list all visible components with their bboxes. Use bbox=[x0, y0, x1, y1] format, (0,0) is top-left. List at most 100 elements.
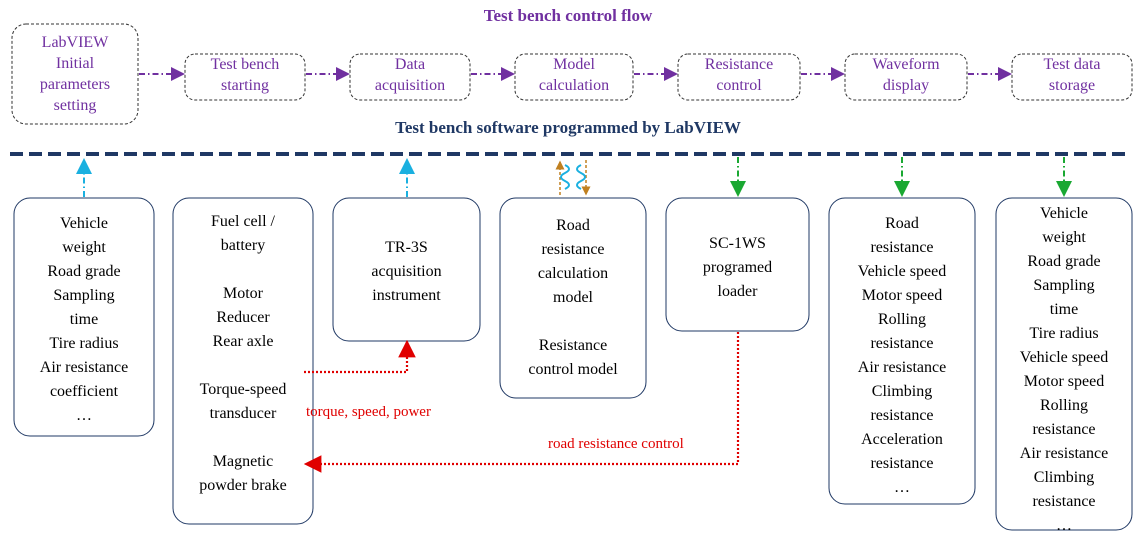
text-line: acquisition bbox=[374, 77, 446, 94]
text-line: time bbox=[69, 311, 99, 328]
flow-step-6-label: Waveform display bbox=[845, 54, 967, 96]
flow-step-4-box bbox=[514, 53, 634, 101]
text-line: Road bbox=[556, 217, 590, 234]
text-line: parameters bbox=[39, 76, 111, 93]
text-line: control model bbox=[528, 361, 618, 378]
box-input-params bbox=[13, 197, 155, 437]
text-line: SC-1WS bbox=[709, 235, 766, 252]
text-line: Test data bbox=[1043, 56, 1101, 73]
text-line: loader bbox=[717, 283, 758, 300]
text-line: acquisition bbox=[371, 263, 442, 280]
text-line: resistance bbox=[870, 239, 934, 256]
text-line: programed bbox=[702, 259, 773, 276]
text-line: weight bbox=[62, 239, 106, 256]
text-line: Air resistance bbox=[857, 359, 947, 376]
text-line: Road bbox=[885, 215, 919, 232]
text-line: Road grade bbox=[47, 263, 121, 280]
text-line: control bbox=[716, 77, 762, 94]
torque-signal-line bbox=[304, 339, 416, 374]
text-line: Sampling bbox=[53, 287, 115, 304]
text-line: Vehicle bbox=[1040, 205, 1088, 222]
text-line: display bbox=[882, 77, 930, 94]
flow-step-5-label: Resistance control bbox=[678, 54, 800, 96]
text-line: coefficient bbox=[49, 383, 119, 400]
text-line: Reducer bbox=[216, 309, 270, 326]
text-line: Air resistance bbox=[39, 359, 129, 376]
flow-step-5-box bbox=[677, 53, 801, 101]
text-line: powder brake bbox=[199, 477, 287, 494]
text-line: model bbox=[553, 289, 593, 306]
flow-step-4-label: Model calculation bbox=[515, 54, 633, 96]
box-models bbox=[499, 197, 647, 399]
text-line: Climbing bbox=[1033, 469, 1095, 486]
text-line: Test bench bbox=[210, 56, 280, 73]
flow-step-6-box bbox=[844, 53, 968, 101]
flow-step-2-box bbox=[184, 53, 306, 101]
text-line bbox=[173, 258, 313, 282]
text-line bbox=[173, 426, 313, 450]
text-line: resistance bbox=[1032, 493, 1096, 510]
box-storage-outputs bbox=[995, 197, 1133, 531]
text-line: Vehicle speed bbox=[1019, 349, 1109, 366]
text-line: Motor speed bbox=[861, 287, 943, 304]
text-line: … bbox=[76, 407, 92, 424]
text-line: Initial bbox=[55, 55, 95, 72]
sc1ws-text: SC-1WS programed loader bbox=[666, 232, 809, 304]
flow-step-7-box bbox=[1011, 53, 1133, 101]
text-line: Sampling bbox=[1033, 277, 1095, 294]
text-line: transducer bbox=[209, 405, 277, 422]
text-line: Tire radius bbox=[49, 335, 119, 352]
text-line: time bbox=[1049, 301, 1079, 318]
text-line: Rolling bbox=[877, 311, 926, 328]
text-line: Vehicle speed bbox=[857, 263, 947, 280]
text-line: resistance bbox=[1032, 421, 1096, 438]
text-line: resistance bbox=[870, 455, 934, 472]
text-line: Motor bbox=[223, 285, 263, 302]
text-line: Climbing bbox=[871, 383, 933, 400]
text-line: Model bbox=[553, 56, 595, 73]
text-line: Vehicle bbox=[60, 215, 108, 232]
text-line: … bbox=[894, 479, 910, 496]
road-control-line bbox=[303, 332, 740, 473]
text-line: Fuel cell / bbox=[211, 213, 275, 230]
road-control-label: road resistance control bbox=[548, 436, 684, 452]
flow-step-3-label: Data acquisition bbox=[350, 54, 470, 96]
text-line: Resistance bbox=[538, 337, 608, 354]
text-line: weight bbox=[1042, 229, 1086, 246]
text-line: Tire radius bbox=[1029, 325, 1099, 342]
model-exchange-icon bbox=[555, 160, 591, 196]
text-line: calculation bbox=[537, 265, 609, 282]
text-line: … bbox=[1056, 517, 1072, 534]
text-line: Acceleration bbox=[861, 431, 943, 448]
text-line: resistance bbox=[870, 335, 934, 352]
text-line: Air resistance bbox=[1019, 445, 1109, 462]
text-line: resistance bbox=[541, 241, 605, 258]
models-text: Road resistance calculation model Resistanc… bbox=[500, 214, 646, 382]
text-line: resistance bbox=[870, 407, 934, 424]
text-line: calculation bbox=[538, 77, 610, 94]
flow-step-7-label: Test data storage bbox=[1012, 54, 1132, 96]
text-line: Magnetic bbox=[212, 453, 274, 470]
software-title: Test bench software programmed by LabVIE… bbox=[395, 118, 741, 137]
text-line: Resistance bbox=[704, 56, 774, 73]
text-line: Data bbox=[394, 56, 426, 73]
text-line: Waveform bbox=[872, 56, 940, 73]
box-waveform-outputs bbox=[828, 197, 976, 505]
text-line: battery bbox=[220, 237, 266, 254]
torque-signal-label: torque, speed, power bbox=[306, 404, 431, 420]
text-line bbox=[500, 310, 646, 334]
text-line: Torque-speed bbox=[199, 381, 287, 398]
text-line: TR-3S bbox=[385, 239, 428, 256]
text-line: Motor speed bbox=[1023, 373, 1105, 390]
text-line bbox=[173, 354, 313, 378]
text-line: storage bbox=[1048, 77, 1096, 94]
text-line: Rolling bbox=[1039, 397, 1088, 414]
text-line: Road grade bbox=[1027, 253, 1101, 270]
flow-title: Test bench control flow bbox=[483, 6, 653, 25]
